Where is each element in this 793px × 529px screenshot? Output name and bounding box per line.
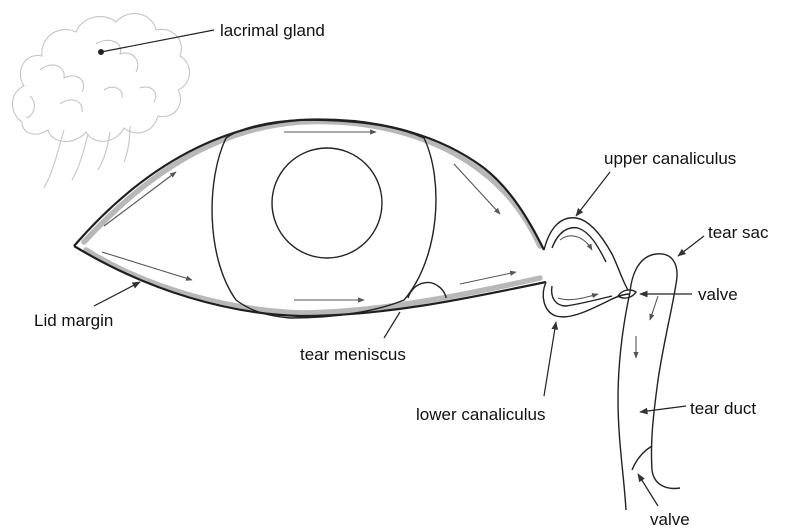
label-lid-margin: Lid margin <box>34 282 140 330</box>
lid-margin-label: Lid margin <box>34 311 113 330</box>
tear-sac-shape <box>630 254 680 489</box>
upper-canaliculus-shape <box>544 218 628 290</box>
tear-duct-shape <box>618 292 630 510</box>
lower-canaliculus-shape <box>543 282 630 317</box>
flow-arrow-upper-right <box>454 164 500 214</box>
flow-arrow-lower-right <box>460 272 516 284</box>
label-valve-upper: valve <box>640 285 738 304</box>
label-tear-sac: tear sac <box>678 223 769 256</box>
label-lower-canaliculus: lower canaliculus <box>416 322 556 424</box>
label-lacrimal-gland: lacrimal gland <box>98 21 325 55</box>
tear-sac-label: tear sac <box>708 223 769 242</box>
flow-arrow-upper-left <box>104 172 176 226</box>
label-upper-canaliculus: upper canaliculus <box>576 149 736 216</box>
pupil <box>272 148 382 258</box>
label-tear-duct: tear duct <box>640 399 756 418</box>
lower-canaliculus-label: lower canaliculus <box>416 405 545 424</box>
lacrimal-gland-label: lacrimal gland <box>220 21 325 40</box>
valve-lower-label: valve <box>650 510 690 529</box>
lower-valve-shape <box>632 446 652 470</box>
label-tear-meniscus: tear meniscus <box>300 312 406 364</box>
tear-meniscus-label: tear meniscus <box>300 345 406 364</box>
valve-upper-label: valve <box>698 285 738 304</box>
tear-duct-label: tear duct <box>690 399 756 418</box>
label-valve-lower: valve <box>638 474 690 529</box>
upper-canaliculus-label: upper canaliculus <box>604 149 736 168</box>
flow-arrow-duct-1 <box>650 296 658 320</box>
tear-sac-and-duct <box>618 254 680 510</box>
canaliculi <box>543 218 630 317</box>
tear-flow-arrows <box>102 132 516 300</box>
iris <box>212 120 436 318</box>
